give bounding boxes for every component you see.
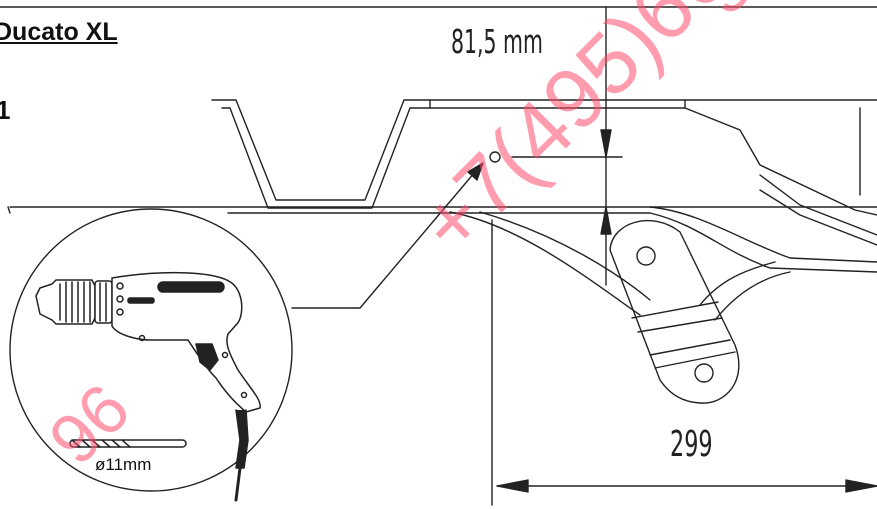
- drill-bit-size-label: ø11mm: [95, 455, 152, 474]
- leader-line: [291, 162, 484, 309]
- drill-hole-marker: [489, 151, 501, 163]
- frame-rail: [7, 174, 877, 273]
- drill-icon: [35, 271, 261, 502]
- page-title: Ducato XL: [0, 18, 118, 46]
- dimension-label-horizontal: 299: [670, 424, 713, 465]
- dimension-vertical: [600, 6, 612, 286]
- dimension-label-vertical: 81,5 mm: [451, 22, 543, 61]
- step-number: 1: [0, 95, 11, 125]
- mounting-bracket: [609, 219, 740, 404]
- chassis-profile: [211, 99, 877, 216]
- dimension-horizontal: [491, 219, 877, 506]
- drill-callout-circle: [9, 208, 293, 492]
- spring-hanger: [449, 211, 791, 321]
